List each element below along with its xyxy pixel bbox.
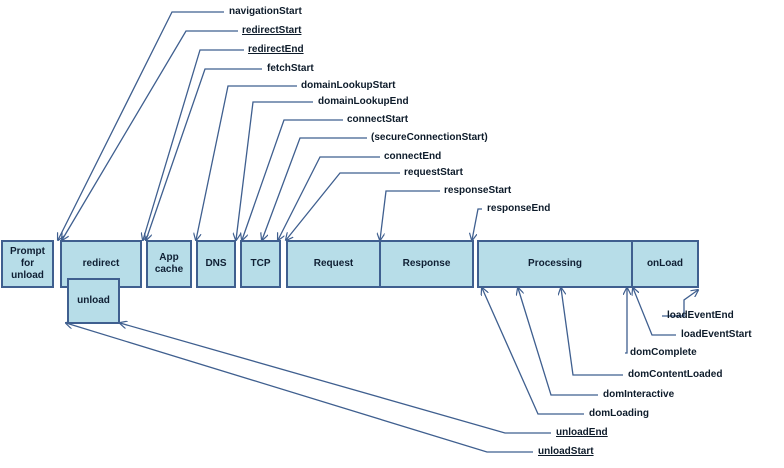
phase-tcp: TCP: [240, 240, 281, 288]
domLoading-connector: [482, 288, 584, 415]
phase-onload-label: onLoad: [646, 258, 684, 269]
event-loadEventStart: loadEventStart: [681, 329, 752, 340]
phase-processing: Processing: [477, 240, 633, 288]
domInteractive-connector: [518, 288, 598, 396]
event-domainLookupEnd: domainLookupEnd: [318, 96, 409, 107]
event-responseStart: responseStart: [444, 185, 512, 196]
phase-prompt-for-unload: Prompt for unload: [1, 240, 54, 288]
event-connectEnd: connectEnd: [384, 151, 442, 162]
event-redirectEnd: redirectEnd: [248, 44, 304, 55]
phase-dns-label: DNS: [205, 258, 227, 269]
phase-dns: DNS: [196, 240, 236, 288]
event-secureConnectionStart: (secureConnectionStart): [371, 132, 488, 143]
event-connectStart: connectStart: [347, 114, 409, 125]
phase-onload: onLoad: [631, 240, 699, 288]
event-loadEventEnd: loadEventEnd: [667, 310, 734, 321]
event-domInteractive: domInteractive: [603, 389, 675, 400]
phase-response-label: Response: [402, 258, 451, 269]
loadEventEnd-connector: [662, 290, 698, 317]
unloadEnd-connector: [120, 323, 551, 434]
event-navigationStart: navigationStart: [229, 6, 302, 17]
domComplete-connector: [625, 288, 627, 354]
event-domComplete: domComplete: [630, 347, 697, 358]
event-redirectStart: redirectStart: [242, 25, 302, 36]
phase-request: Request: [286, 240, 381, 288]
phase-response: Response: [379, 240, 474, 288]
redirectEnd-connector: [143, 49, 244, 240]
phase-tcp-label: TCP: [250, 258, 271, 269]
event-unloadStart: unloadStart: [538, 446, 594, 457]
unloadStart-connector: [66, 323, 533, 453]
event-responseEnd: responseEnd: [487, 203, 551, 214]
phase-app-cache: App cache: [146, 240, 192, 288]
event-domContentLoaded: domContentLoaded: [628, 369, 723, 380]
redirectStart-connector: [62, 30, 238, 240]
event-domainLookupStart: domainLookupStart: [301, 80, 396, 91]
navigationStart-connector: [58, 11, 224, 240]
domContentLoaded-connector: [561, 288, 623, 376]
domainLookupEnd-connector: [236, 101, 313, 240]
phase-redirect-label: redirect: [82, 258, 120, 269]
event-unloadEnd: unloadEnd: [556, 427, 608, 438]
connectStart-connector: [242, 119, 343, 240]
event-fetchStart: fetchStart: [267, 63, 314, 74]
event-domLoading: domLoading: [589, 408, 649, 419]
responseEnd-connector: [472, 208, 482, 240]
requestStart-connector: [286, 172, 400, 240]
connectEnd-connector: [278, 156, 380, 240]
secureConnectionStart-connector: [262, 137, 367, 240]
event-requestStart: requestStart: [404, 167, 463, 178]
phase-request-label: Request: [313, 258, 354, 269]
phase-appcache-label: App cache: [154, 252, 184, 275]
phase-unload-label: unload: [77, 295, 110, 306]
loadEventStart-connector: [633, 288, 676, 336]
phase-processing-label: Processing: [528, 258, 582, 269]
phase-prompt-label: Prompt for unload: [10, 246, 45, 281]
fetchStart-connector: [146, 68, 262, 240]
domainLookupStart-connector: [196, 85, 297, 240]
responseStart-connector: [380, 190, 440, 240]
phase-unload: unload: [67, 278, 120, 324]
